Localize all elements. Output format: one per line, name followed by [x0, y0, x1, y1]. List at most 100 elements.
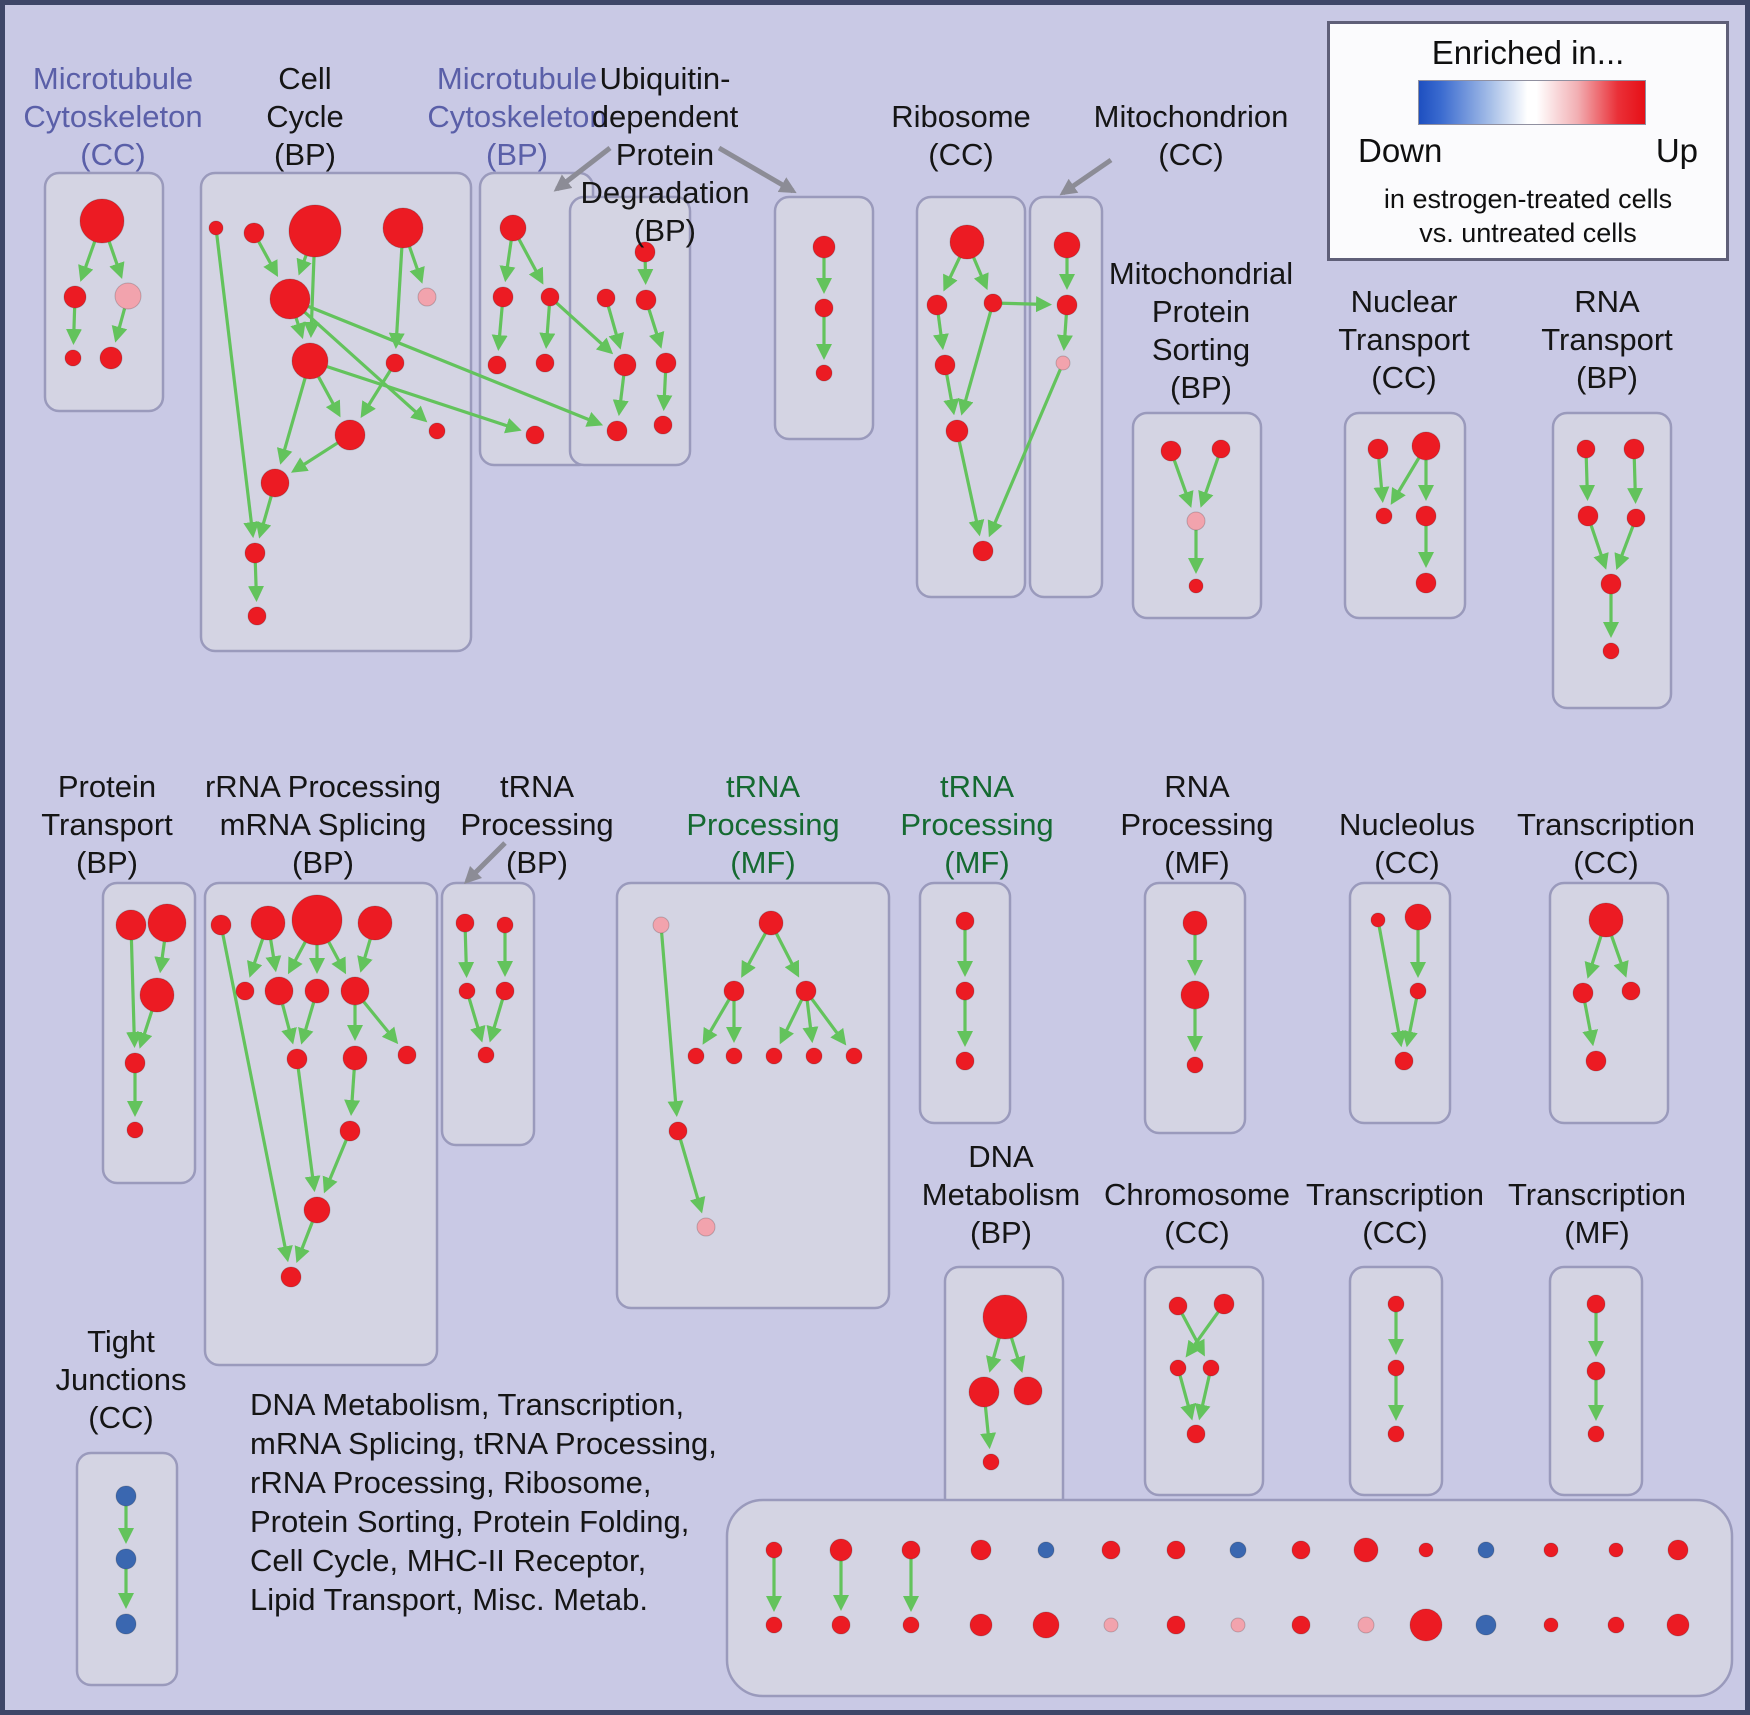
- legend-scale-labels: Down Up: [1330, 132, 1726, 170]
- legend: Enriched in... Down Up in estrogen-treat…: [1327, 21, 1729, 261]
- edge-rb1-rb3: [972, 257, 989, 291]
- edge-rr2-rr5: [247, 938, 265, 978]
- edge-rr3-rr6: [287, 941, 307, 975]
- edge-tm2-tm3: [741, 932, 767, 978]
- node-mb4: [487, 355, 507, 375]
- edge-mb2-mb4: [491, 306, 508, 352]
- node-rp3: [1186, 1056, 1204, 1074]
- node-rr5: [235, 981, 255, 1001]
- node-ch5: [1186, 1424, 1206, 1444]
- node-m4t: [970, 1539, 992, 1561]
- callout-arrow-ubiquitin-right: [717, 145, 797, 194]
- node-nt4: [1415, 505, 1437, 527]
- node-ur1: [812, 235, 836, 259]
- node-mt2: [1056, 294, 1078, 316]
- node-mp1: [1160, 440, 1182, 462]
- legend-title: Enriched in...: [1431, 34, 1625, 71]
- edge-ub5-ub7: [656, 372, 673, 412]
- node-m14b: [1607, 1616, 1625, 1634]
- node-m3t: [901, 1540, 921, 1560]
- edge-dm1-dm3: [1009, 1337, 1026, 1373]
- node-rr14: [397, 1045, 417, 1065]
- node-cc7: [291, 342, 329, 380]
- node-m14t: [1608, 1542, 1624, 1558]
- edge-tc2-tc4: [1582, 1002, 1599, 1047]
- node-m15b: [1666, 1613, 1690, 1637]
- node-cc3: [288, 204, 342, 258]
- edge-pt3-pt4: [136, 1010, 154, 1049]
- node-rt3: [1577, 505, 1599, 527]
- node-nt2: [1411, 431, 1441, 461]
- node-pt3: [139, 977, 175, 1013]
- node-m10t: [1353, 1537, 1379, 1563]
- edge-cc7-cc10: [276, 377, 307, 465]
- node-rb4: [934, 354, 956, 376]
- edge-tm10-tm11: [678, 1139, 706, 1214]
- edge-ub2-ub4: [606, 306, 624, 350]
- node-tj1: [115, 1485, 137, 1507]
- network-diagram: [43, 145, 1734, 1698]
- node-mtcc1: [79, 198, 125, 244]
- node-nu4: [1394, 1051, 1414, 1071]
- node-m2b: [831, 1615, 851, 1635]
- edge-rr8-rr14: [362, 1000, 399, 1045]
- node-nu1: [1370, 912, 1386, 928]
- edge-cc3-cc7: [303, 256, 320, 339]
- edge-rb1-rb2: [943, 256, 962, 292]
- node-tc2: [1572, 982, 1594, 1004]
- edge-tc1-tc3: [1610, 935, 1629, 978]
- node-m13b: [1543, 1617, 1559, 1633]
- legend-gradient-bar: [1418, 80, 1646, 125]
- node-tcb2: [1387, 1359, 1405, 1377]
- group-box-nt: [1343, 411, 1467, 620]
- node-dm3: [1013, 1376, 1043, 1406]
- edge-ub4-ub6: [612, 375, 629, 417]
- node-rr10: [342, 1045, 368, 1071]
- edge-cc4-cc8: [388, 247, 405, 350]
- node-m7t: [1166, 1540, 1186, 1560]
- node-ur3: [815, 364, 833, 382]
- edge-rr2-rr6: [265, 939, 282, 973]
- edge-mb3-mb5: [539, 305, 556, 350]
- callout-arrow-ubiquitin-left: [553, 146, 612, 192]
- node-cc1: [208, 220, 224, 236]
- callout-arrow-trna-bp: [463, 841, 507, 885]
- edge-cc7-cc9: [317, 376, 341, 418]
- node-m11b: [1409, 1608, 1443, 1642]
- node-cc9: [334, 419, 366, 451]
- node-mtcc4: [64, 349, 82, 367]
- edge-cc9-cc10: [291, 441, 339, 473]
- node-rb7: [972, 540, 994, 562]
- node-cc12: [247, 606, 267, 626]
- node-rr6: [264, 976, 294, 1006]
- edge-rt3-rt5: [1589, 524, 1609, 570]
- node-ub3: [635, 289, 657, 311]
- node-ch2: [1213, 1293, 1235, 1315]
- node-m12t: [1477, 1541, 1495, 1559]
- node-tb3: [458, 982, 476, 1000]
- edge-tm4-tm9: [810, 998, 847, 1046]
- node-m1t: [765, 1541, 783, 1559]
- edge-mp1-mp3: [1172, 459, 1194, 508]
- node-cc5: [269, 278, 311, 320]
- edge-rr3-rr8: [327, 941, 347, 975]
- edge-nt1-nt3: [1373, 458, 1390, 504]
- node-rt5: [1600, 573, 1622, 595]
- node-tmb1: [1586, 1294, 1606, 1314]
- node-m4b: [969, 1613, 993, 1637]
- edge-mp2-mp3: [1198, 456, 1220, 508]
- node-m3b: [902, 1616, 920, 1634]
- node-rb3: [983, 293, 1003, 313]
- edge-mb1-mb3: [517, 238, 544, 285]
- edge-mtcc1-mtcc2: [78, 241, 97, 282]
- group-box-rt: [1551, 411, 1673, 710]
- node-nt5: [1415, 572, 1437, 594]
- node-mt3: [1055, 355, 1071, 371]
- edge-rr6-rr9: [281, 1004, 297, 1045]
- node-rr1: [210, 914, 232, 936]
- node-ub7: [653, 415, 673, 435]
- node-tm1: [652, 916, 670, 934]
- node-tj2: [115, 1548, 137, 1570]
- node-cc11: [244, 542, 266, 564]
- node-m9t: [1291, 1540, 1311, 1560]
